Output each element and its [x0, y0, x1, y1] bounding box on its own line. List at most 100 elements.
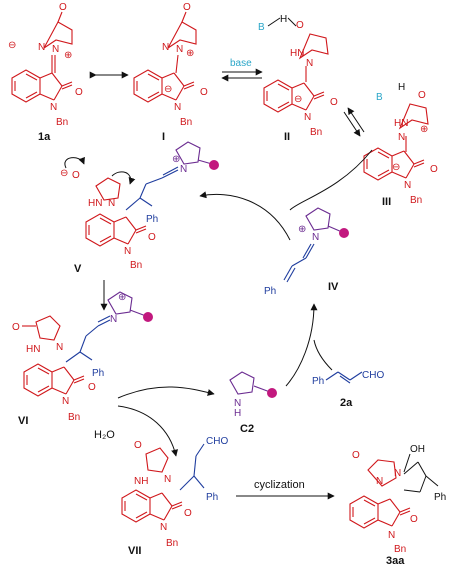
compound-II: B H O HN N ⊖ O N Bn II: [258, 14, 338, 143]
atom-O: O: [75, 87, 83, 98]
stereo-ball: [339, 228, 349, 238]
label-2a: 2a: [340, 397, 353, 409]
atom-B: B: [376, 92, 383, 103]
label-III: III: [382, 196, 391, 208]
atom-O: O: [184, 508, 192, 519]
atom-N: N: [56, 342, 63, 353]
atom-Ph: Ph: [312, 376, 324, 387]
arrow-C2-to-IV: [285, 303, 318, 387]
atom-H: H: [234, 408, 241, 419]
compound-V: O ⊖ HN N Ph N ⊕ O N Bn V: [60, 141, 219, 275]
atom-Ph: Ph: [92, 368, 104, 379]
atom-Bn: Bn: [180, 117, 192, 128]
reagent-cyclization: cyclization: [254, 479, 305, 491]
atom-Bn: Bn: [56, 117, 68, 128]
plus-charge: ⊕: [172, 154, 180, 165]
catalyst-C2: N H C2: [229, 371, 277, 435]
atom-HN: HN: [26, 344, 40, 355]
atom-H: H: [280, 14, 287, 25]
atom-N: N: [234, 398, 241, 409]
atom-N: N: [180, 164, 187, 175]
atom-N: N: [108, 198, 115, 209]
atom-N: N: [110, 314, 117, 325]
compound-VII: O NH N Ph CHO O N Bn VII: [121, 436, 228, 557]
atom-Bn: Bn: [394, 544, 406, 555]
atom-N: N: [62, 396, 69, 407]
atom-O: O: [430, 164, 438, 175]
atom-O: O: [200, 87, 208, 98]
atom-OH: OH: [410, 444, 425, 455]
compound-3aa: O N N OH Ph O N Bn 3aa: [349, 444, 446, 567]
plus-charge: ⊕: [118, 292, 126, 303]
atom-N: N: [398, 132, 405, 143]
atom-O: O: [148, 232, 156, 243]
atom-N: N: [404, 180, 411, 191]
atom-O: O: [330, 97, 338, 108]
minus-charge: ⊖: [60, 168, 68, 179]
atom-B: B: [258, 22, 265, 33]
minus-charge: ⊖: [8, 40, 16, 51]
atom-O: O: [296, 20, 304, 31]
atom-O: O: [352, 450, 360, 461]
arrow-VI-to-VII: [117, 405, 178, 457]
atom-O: O: [410, 514, 418, 525]
atom-N: N: [38, 42, 45, 53]
atom-O: O: [12, 322, 20, 333]
minus-charge: ⊖: [294, 94, 302, 105]
compound-IV: N ⊕ Ph IV: [264, 207, 349, 297]
atom-Bn: Bn: [410, 195, 422, 206]
base-equilibrium: base: [221, 58, 263, 82]
atom-O: O: [72, 170, 80, 181]
stereo-ball: [143, 312, 153, 322]
label-C2: C2: [240, 423, 254, 435]
atom-Bn: Bn: [68, 412, 80, 423]
plus-charge: ⊕: [186, 48, 194, 59]
atom-Ph: Ph: [146, 214, 158, 225]
atom-Bn: Bn: [130, 260, 142, 271]
atom-N: N: [304, 112, 311, 123]
atom-N: N: [394, 468, 401, 479]
atom-CHO: CHO: [362, 370, 384, 381]
atom-N: N: [306, 58, 313, 69]
arrow-VI-to-C2: [117, 386, 215, 399]
atom-H: H: [398, 82, 405, 93]
minus-charge: ⊖: [164, 84, 172, 95]
atom-Ph: Ph: [206, 492, 218, 503]
atom-N: N: [388, 530, 395, 541]
plus-charge: ⊕: [420, 124, 428, 135]
compound-VI: O HN N Ph N ⊕ O N Bn VI: [12, 291, 153, 427]
atom-O: O: [134, 440, 142, 451]
atom-N: N: [160, 522, 167, 533]
label-VI: VI: [18, 415, 28, 427]
atom-NH: NH: [134, 476, 148, 487]
label-3aa: 3aa: [386, 555, 405, 567]
atom-N: N: [312, 232, 319, 243]
reagent-water: H₂O: [94, 429, 115, 441]
label-IV: IV: [328, 281, 339, 293]
atom-CHO: CHO: [206, 436, 228, 447]
atom-O: O: [183, 2, 191, 13]
reagent-base: base: [230, 58, 252, 69]
atom-N: N: [164, 474, 171, 485]
compound-I: O N N ⊕ ⊖ O N Bn I: [133, 2, 208, 143]
atom-O: O: [418, 90, 426, 101]
atom-Ph: Ph: [434, 492, 446, 503]
stereo-ball: [209, 160, 219, 170]
atom-HN: HN: [88, 198, 102, 209]
atom-O: O: [88, 382, 96, 393]
label-I: I: [162, 131, 165, 143]
minus-charge: ⊖: [392, 162, 400, 173]
compound-1a: O N N ⊖ ⊕ O N Bn 1a: [8, 2, 83, 143]
atom-N: N: [174, 102, 181, 113]
plus-charge: ⊕: [64, 50, 72, 61]
atom-N: N: [50, 102, 57, 113]
atom-HN: HN: [290, 48, 304, 59]
atom-Ph: Ph: [264, 286, 276, 297]
atom-N: N: [376, 476, 383, 487]
arrow-III-to-IV: [289, 149, 373, 211]
label-1a: 1a: [38, 131, 51, 143]
atom-N: N: [124, 246, 131, 257]
atom-N: N: [162, 42, 169, 53]
atom-O: O: [59, 2, 67, 13]
